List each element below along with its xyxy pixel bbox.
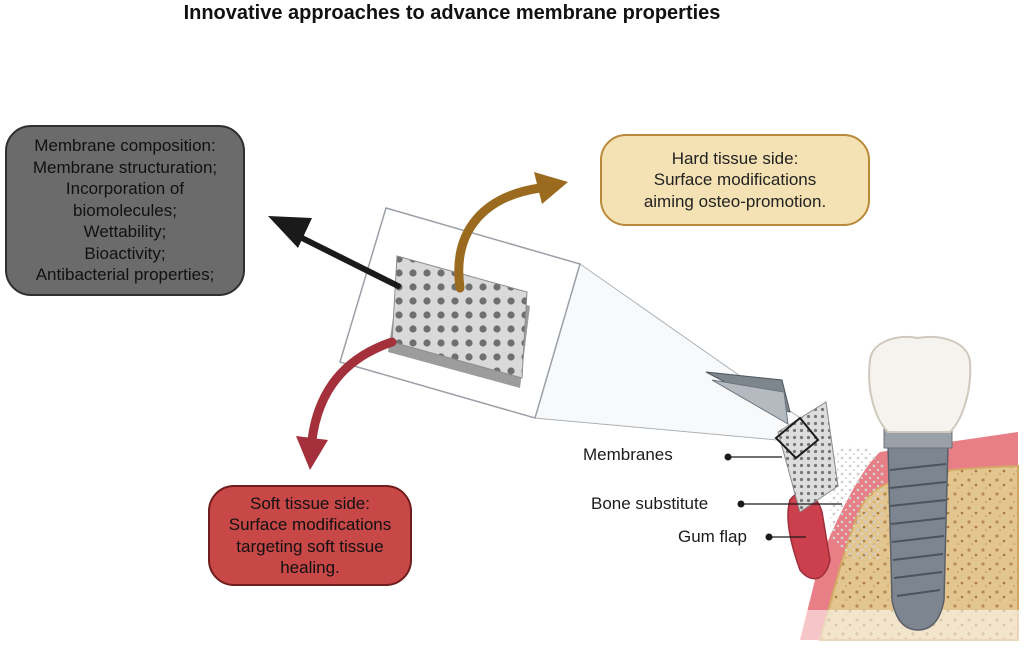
grey-box-line: biomolecules; bbox=[73, 200, 177, 220]
hard-box-line: Surface modifications bbox=[653, 170, 817, 190]
soft-box-line: healing. bbox=[280, 558, 340, 577]
figure-title: Innovative approaches to advance membran… bbox=[183, 2, 721, 24]
membrane-mesh bbox=[388, 255, 530, 388]
zoom-lines bbox=[534, 263, 801, 441]
hard-tissue-box: Hard tissue side: Surface modifications … bbox=[600, 134, 870, 226]
arrow-composition bbox=[268, 216, 401, 289]
soft-tissue-box: Soft tissue side: Surface modifications … bbox=[208, 485, 412, 586]
grey-box-line: Membrane structuration; bbox=[32, 157, 218, 177]
label-leaders bbox=[724, 453, 842, 541]
dental-implant-scene bbox=[705, 336, 1024, 669]
gum-flap-label: Gum flap bbox=[678, 527, 747, 546]
arrow-hard-tissue bbox=[454, 172, 568, 293]
soft-box-line: Soft tissue side: bbox=[249, 493, 370, 513]
grey-box-line: Incorporation of bbox=[65, 179, 185, 199]
bone-substitute-label: Bone substitute bbox=[591, 494, 709, 513]
hard-box-line: Hard tissue side: bbox=[671, 148, 799, 168]
grey-box-line: Antibacterial properties; bbox=[35, 265, 215, 285]
soft-box-line: targeting soft tissue bbox=[236, 536, 384, 556]
arrow-soft-tissue bbox=[296, 337, 397, 470]
grey-box-line: Bioactivity; bbox=[84, 243, 166, 263]
membrane-composition-box: Membrane composition: Membrane structura… bbox=[5, 125, 245, 296]
membranes-label: Membranes bbox=[583, 445, 673, 464]
hard-box-line: aiming osteo-promotion. bbox=[643, 191, 827, 211]
grey-box-line: Wettability; bbox=[83, 222, 167, 242]
soft-box-line: Surface modifications bbox=[228, 515, 392, 534]
grey-box-line: Membrane composition: bbox=[34, 136, 216, 156]
